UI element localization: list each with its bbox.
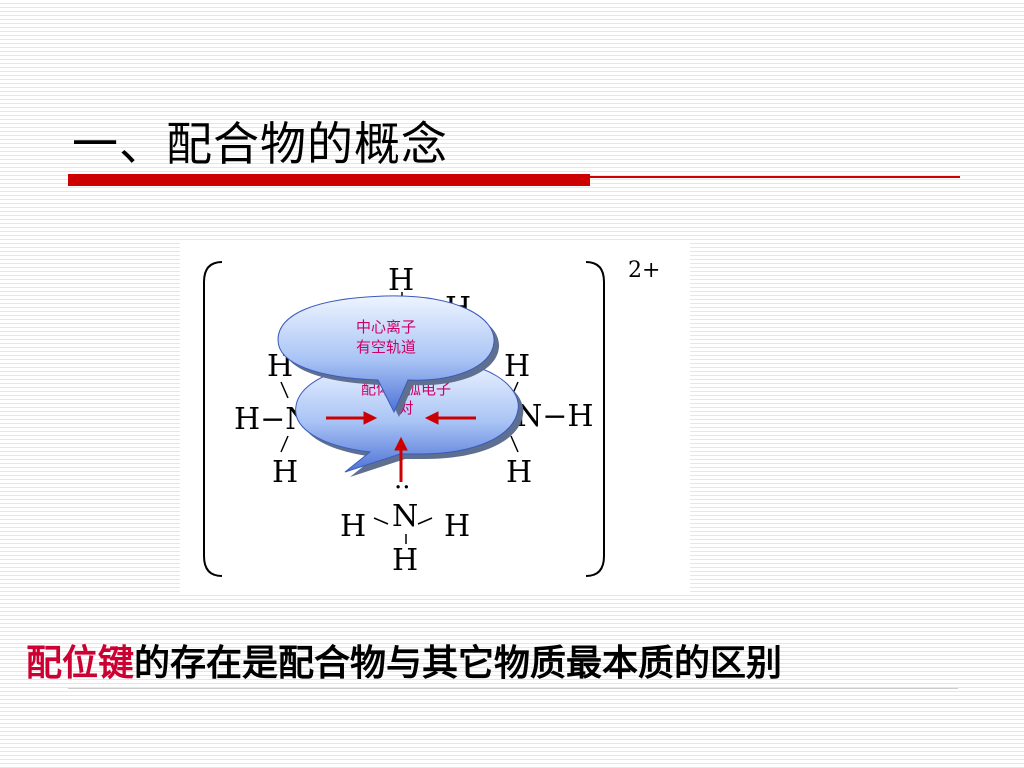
bottom-statement-rest: 的存在是配合物与其它物质最本质的区别 (134, 643, 783, 684)
callout-central-line1: 中心离子 (356, 318, 416, 336)
arrow-right (424, 411, 439, 425)
callout-central-ion: 中心离子 有空轨道 (277, 295, 500, 417)
left-bracket (203, 261, 223, 577)
atom-h-bottom-left: H (340, 509, 366, 544)
title-underline-thin (590, 176, 960, 178)
arrow-bottom (394, 436, 408, 451)
atom-h-bottom: H (392, 543, 418, 578)
arrow-left (363, 411, 378, 425)
right-bracket (585, 261, 605, 577)
ion-charge: 2+ (628, 258, 661, 283)
atom-h-bottom-right: H (444, 509, 470, 544)
atom-h-left-bottom: H (272, 455, 298, 490)
bottom-divider (68, 688, 958, 689)
atom-h-top: H (388, 263, 414, 298)
callout-central-line2: 有空轨道 (356, 338, 416, 356)
atom-n-bottom: N (392, 499, 418, 534)
bond-lines (280, 292, 519, 544)
atom-h-right-top: H (504, 349, 530, 384)
slide-title: 一、配合物的概念 (72, 117, 448, 171)
bottom-statement-highlight: 配位键 (26, 643, 135, 684)
atom-h-right-bottom: H (506, 455, 532, 490)
title-underline-thick (68, 174, 590, 186)
bottom-statement: 配位键的存在是配合物与其它物质最本质的区别 (26, 634, 782, 686)
coordination-arrows (326, 411, 476, 482)
atom-nh-right: N−H (516, 399, 594, 434)
complex-ion-diagram: H H H H−N H H N−H H N H H H ·· 配体有孤电子 对 (180, 240, 690, 594)
lone-pair-dots: ·· (394, 473, 411, 503)
complex-ion-svg: H H H H−N H H N−H H N H H H ·· 配体有孤电子 对 (203, 261, 605, 578)
